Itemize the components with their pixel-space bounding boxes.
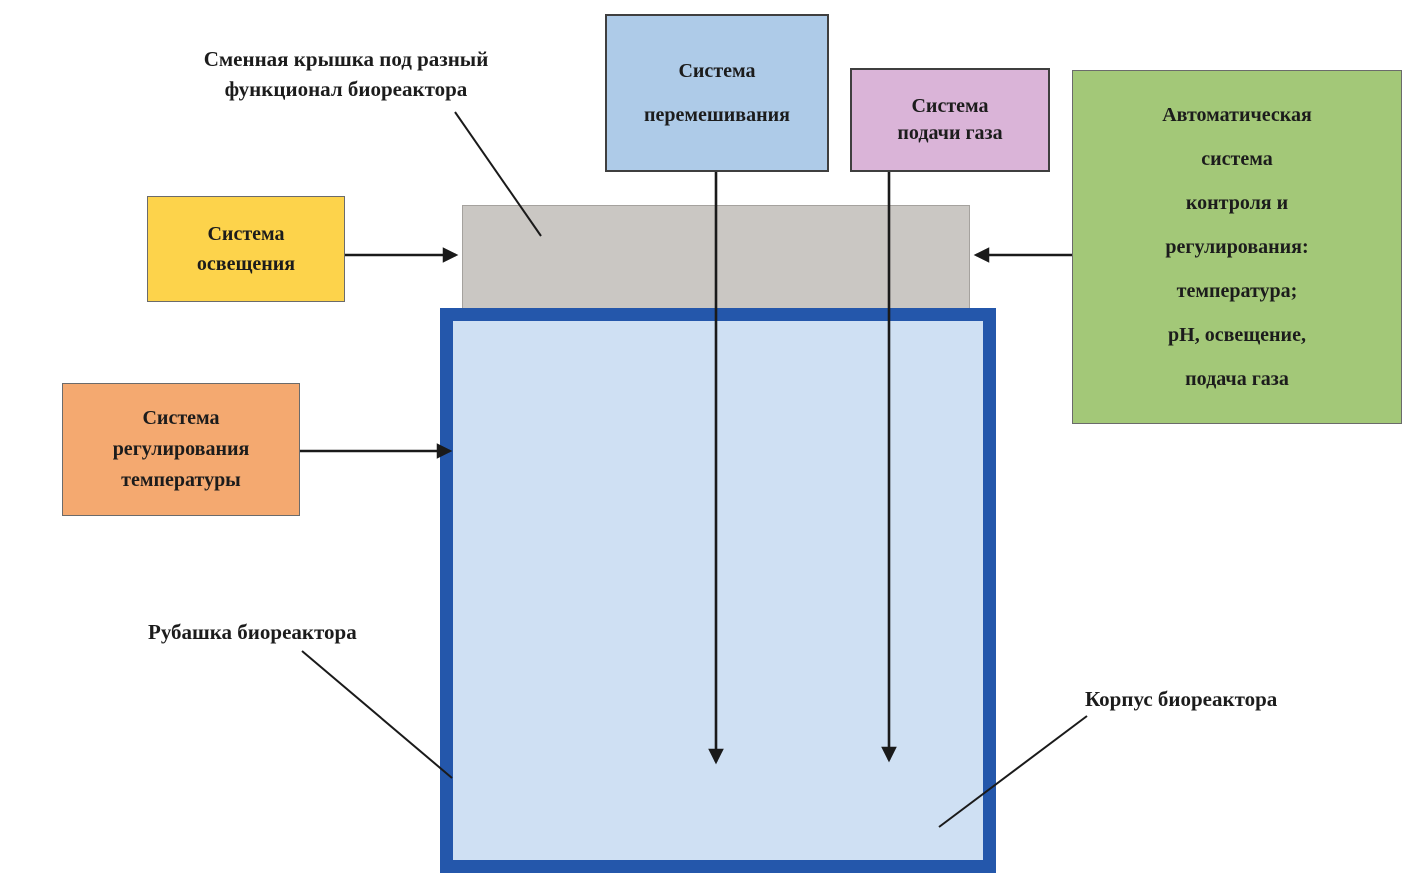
lighting-system-box: Система освещения [147,196,345,302]
removable-lid-label: Сменная крышка под разный функционал био… [203,47,489,102]
temperature-regulation-system-box: Система регулирования температуры [62,383,300,516]
auto-control-system-box: Автоматическая система контроля и регули… [1072,70,1402,424]
gas-supply-system-box: Система подачи газа [850,68,1050,172]
bioreactor-vessel [440,308,996,873]
reactor-body-label: Корпус биореактора [1085,687,1278,711]
jacket-pointer-line [301,650,453,779]
reactor-jacket-label: Рубашка биореактора [148,620,357,644]
mixing-system-box: Система перемешивания [605,14,829,172]
bioreactor-lid [462,205,970,311]
